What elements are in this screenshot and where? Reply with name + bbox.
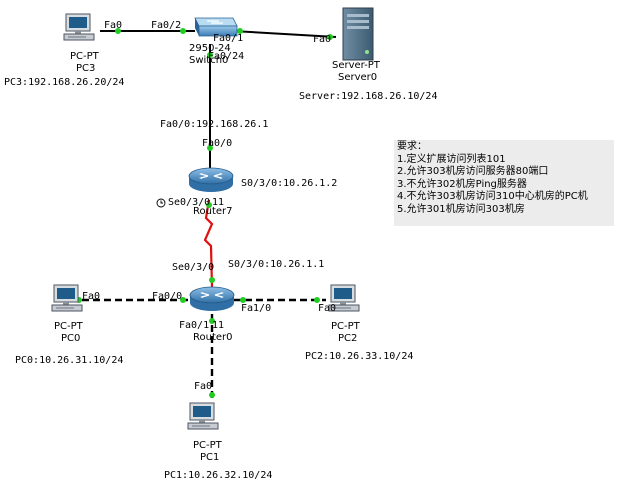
port-label-pc2-fa0: Fa0	[318, 303, 337, 314]
router0-icon[interactable]	[189, 286, 235, 312]
switch0-type-label: 2950-24	[189, 43, 231, 54]
switch0-icon[interactable]	[194, 17, 238, 37]
port-dot	[327, 34, 333, 40]
link-router7-router0-serial	[203, 199, 214, 289]
port-dot	[207, 52, 213, 58]
pc3-name-label: PC3	[76, 63, 96, 74]
port-label-router0-fa0-1: Fa0/1	[179, 320, 210, 331]
port-label-pc0-fa0: Fa0	[82, 291, 101, 302]
pc1-icon[interactable]	[187, 402, 219, 430]
link-switch0-server0	[232, 30, 337, 38]
server0-name-label: Server0	[338, 72, 378, 83]
port-dot	[180, 297, 186, 303]
port-label-server-fa0: Fa0	[313, 34, 332, 45]
port-label-router7-se0-3-0: Se0/3/0	[168, 197, 211, 208]
clock-icon	[156, 198, 166, 208]
port-label-router0-fa0-0: Fa0/0	[152, 291, 183, 302]
pc0-type-label: PC-PT	[54, 321, 83, 332]
router0-suffix-label: 11	[212, 320, 225, 331]
port-dot	[207, 145, 213, 151]
port-status-indicators	[76, 28, 333, 398]
pc1-ip-label: PC1:10.26.32.10/24	[164, 470, 273, 481]
port-dot	[180, 28, 186, 34]
port-label-router0-se0-3-0: Se0/3/0	[172, 262, 215, 273]
port-dot	[240, 297, 246, 303]
port-label-router0-s0-3-0: S0/3/0:10.26.1.1	[228, 259, 325, 270]
router0-name-label: Router0	[193, 332, 233, 343]
pc0-ip-label: PC0:10.26.31.10/24	[15, 355, 124, 366]
requirement-item: 2.允许303机房访问服务器80端口	[397, 166, 549, 177]
switch0-name-label: Switch0	[189, 55, 229, 66]
port-label-router7-fa0-0: Fa0/0	[202, 138, 233, 149]
requirement-item: 3.不允许302机房Ping服务器	[397, 178, 527, 190]
pc3-icon[interactable]	[63, 13, 95, 41]
pc2-ip-label: PC2:10.26.33.10/24	[305, 351, 414, 362]
port-dot	[209, 277, 215, 283]
port-dot	[237, 28, 243, 34]
port-label-router7-s0-3-0: S0/3/0:10.26.1.2	[241, 178, 338, 189]
requirement-item: 4.不允许303机房访问310中心机房的PC机	[397, 191, 588, 202]
port-label-router7-gateway: Fa0/0:192.168.26.1	[160, 119, 269, 130]
requirement-item: 1.定义扩展访问列表101	[397, 153, 506, 165]
pc2-name-label: PC2	[338, 333, 358, 344]
port-dot	[209, 318, 215, 324]
port-label-switch-fa0-2: Fa0/2	[151, 20, 182, 31]
pc1-type-label: PC-PT	[193, 440, 222, 451]
port-label-router0-fa1-0: Fa1/0	[241, 303, 272, 314]
port-dot	[314, 297, 320, 303]
port-dot	[206, 202, 212, 208]
pc1-name-label: PC1	[200, 452, 220, 463]
port-label-switch-fa0-24: Fa0/24	[208, 51, 245, 62]
pc3-ip-label: PC3:192.168.26.20/24	[4, 77, 125, 88]
server0-type-label: Server-PT	[332, 60, 380, 71]
requirements-note: 要求： 1.定义扩展访问列表101 2.允许303机房访问服务器80端口 3.不…	[394, 140, 614, 226]
router7-name-label: Router7	[193, 206, 233, 217]
server0-ip-label: Server:192.168.26.10/24	[299, 91, 438, 102]
pc0-name-label: PC0	[61, 333, 81, 344]
router7-icon[interactable]	[188, 167, 234, 193]
requirement-item: 5.允许301机房访问303机房	[397, 203, 525, 215]
port-dot	[115, 28, 121, 34]
port-dot	[209, 392, 215, 398]
router7-suffix-label: 11	[212, 197, 225, 208]
pc2-type-label: PC-PT	[331, 321, 360, 332]
requirements-title: 要求：	[397, 141, 427, 152]
pc0-icon[interactable]	[51, 284, 83, 312]
port-label-pc3-fa0: Fa0	[104, 20, 123, 31]
server0-icon[interactable]	[342, 7, 374, 61]
port-label-switch-fa0-1: Fa0/1	[213, 33, 244, 44]
port-label-pc1-fa0: Fa0	[194, 381, 213, 392]
pc3-type-label: PC-PT	[70, 51, 99, 62]
